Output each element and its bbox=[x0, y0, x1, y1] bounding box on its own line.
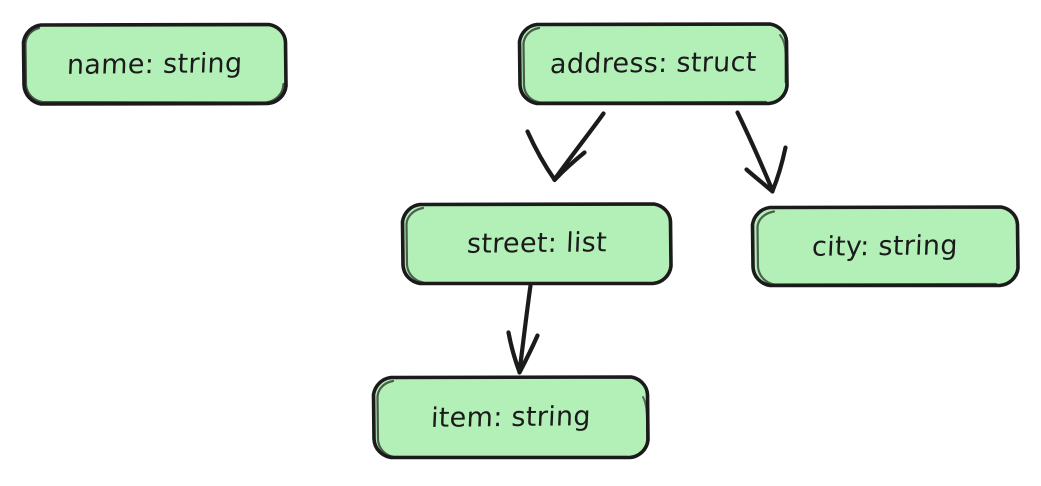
node-street[interactable]: street: list bbox=[400, 202, 673, 286]
node-city[interactable]: city: string bbox=[750, 205, 1020, 288]
node-name-shape bbox=[21, 22, 288, 106]
node-city-shape bbox=[750, 205, 1020, 288]
node-item-label: item: string bbox=[429, 401, 592, 434]
edge-address-to-city bbox=[735, 110, 788, 194]
node-address-label: address: struct bbox=[549, 46, 758, 81]
node-city-label: city: string bbox=[811, 229, 959, 263]
node-address[interactable]: address: struct bbox=[517, 22, 789, 106]
node-street-shape bbox=[400, 202, 673, 286]
node-item[interactable]: item: string bbox=[371, 375, 650, 460]
edge-address-to-street bbox=[525, 111, 606, 183]
node-item-shape bbox=[371, 375, 650, 460]
node-name[interactable]: name: string bbox=[21, 22, 288, 106]
node-address-shape bbox=[517, 22, 789, 106]
node-street-label: street: list bbox=[465, 227, 608, 260]
node-name-label: name: string bbox=[66, 47, 243, 81]
edge-street-to-item bbox=[506, 283, 540, 375]
